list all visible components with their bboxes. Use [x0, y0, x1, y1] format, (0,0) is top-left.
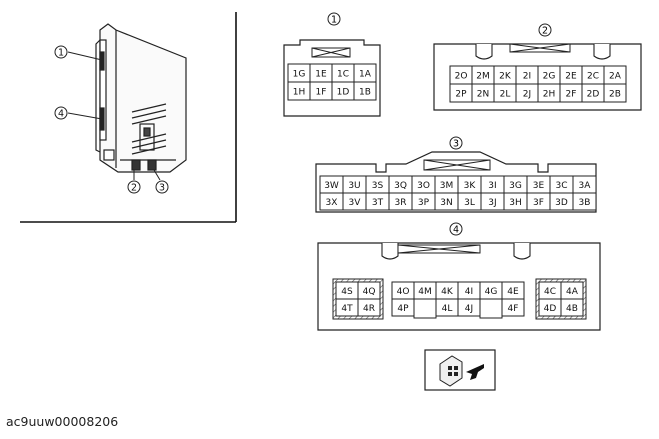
terminal-label: 4O [397, 287, 410, 297]
terminal-label: 2L [500, 89, 511, 99]
terminal-label: 2C [587, 71, 599, 81]
svg-text:3: 3 [159, 183, 165, 194]
terminal-label: 3D [555, 198, 568, 208]
terminal-label: 2H [543, 89, 556, 99]
terminal-label: 2D [587, 89, 600, 99]
terminal-label: 2A [609, 71, 622, 81]
connector-3: 3 3W 3U 3S 3Q 3O 3M 3K 3I 3G 3E 3C 3A 3X 3V 3T 3R 3P 3N 3L… [315, 136, 597, 213]
terminal-label: 3G [509, 181, 522, 191]
terminal-label: 3W [324, 181, 339, 191]
image-code: ac9uuw00008206 [6, 414, 119, 429]
terminal-label: 4M [418, 287, 432, 297]
terminal-label: 2P [455, 89, 467, 99]
terminal-label: 3C [555, 181, 567, 191]
connector-1-number: 1 [331, 15, 337, 26]
terminal-label: 4T [341, 304, 353, 314]
terminal-cell [560, 298, 584, 317]
svg-text:4: 4 [58, 109, 64, 120]
terminal-label: 1H [293, 87, 306, 97]
unit-illustration: 1 4 2 3 [20, 12, 237, 223]
terminal-label: 3L [464, 198, 475, 208]
terminal-label: 4G [485, 287, 498, 297]
terminal-label: 2I [523, 71, 531, 81]
terminal-label: 4E [507, 287, 519, 297]
terminal-label: 2G [543, 71, 556, 81]
terminal-label: 3H [509, 198, 522, 208]
terminal-label: 4A [566, 287, 579, 297]
terminal-label: 1D [337, 87, 350, 97]
terminal-label: 2E [565, 71, 577, 81]
connector-4-number: 4 [453, 225, 459, 236]
callout-3: 3 [155, 180, 169, 194]
terminal-label: 3N [440, 198, 452, 208]
terminal-label: 2J [523, 89, 531, 99]
terminal-label: 3F [533, 198, 544, 208]
terminal-label: 4C [544, 287, 556, 297]
terminal-label: 4D [544, 304, 557, 314]
terminal-label: 4I [465, 287, 473, 297]
terminal-label: 4L [442, 304, 453, 314]
terminal-label: 3K [464, 181, 477, 191]
terminal-label: 3E [533, 181, 545, 191]
callout-2: 2 [127, 180, 141, 194]
terminal-cell [603, 83, 627, 103]
terminal-label: 4R [363, 304, 375, 314]
connector-1: 1 1G 1E 1C 1A 1H 1F 1D 1B [283, 12, 381, 117]
module-body [95, 23, 187, 173]
terminal-label: 2K [499, 71, 512, 81]
terminal-label: 3A [579, 181, 592, 191]
svg-text:2: 2 [131, 183, 137, 194]
terminal-label: 1B [359, 87, 371, 97]
terminal-label: 3S [372, 181, 384, 191]
terminal-label: 4K [441, 287, 454, 297]
terminal-label: 2M [476, 71, 490, 81]
terminal-label: 3X [326, 198, 338, 208]
terminal-label: 4P [397, 304, 409, 314]
terminal-label: 3O [417, 181, 430, 191]
terminal-label: 4B [566, 304, 578, 314]
connector-3-number: 3 [453, 139, 459, 150]
connector-2-number: 2 [542, 26, 548, 37]
callout-4: 4 [54, 106, 68, 120]
terminal-label: 4J [465, 304, 473, 314]
terminal-label: 3U [348, 181, 360, 191]
terminal-label: 1A [359, 69, 372, 79]
terminal-cell [572, 192, 597, 211]
terminal-label: 3M [440, 181, 454, 191]
terminal-cell [353, 81, 377, 101]
terminal-label: 3B [579, 198, 591, 208]
terminal-label: 2O [455, 71, 468, 81]
terminal-label: 1F [316, 87, 327, 97]
terminal-label: 3V [349, 198, 362, 208]
terminal-label: 3J [488, 198, 496, 208]
terminal-label: 4Q [363, 287, 376, 297]
terminal-label: 3I [488, 181, 496, 191]
terminal-cell [357, 298, 381, 317]
terminal-view-inset [424, 349, 496, 391]
terminal-label: 3R [395, 198, 407, 208]
terminal-label: 3Q [394, 181, 407, 191]
terminal-label: 1E [315, 69, 327, 79]
terminal-label: 2N [477, 89, 489, 99]
terminal-label: 1G [293, 69, 306, 79]
terminal-label: 2F [566, 89, 577, 99]
callout-1: 1 [54, 45, 68, 59]
terminal-label: 4S [341, 287, 353, 297]
terminal-label: 3T [372, 198, 384, 208]
connector-2: 2 2O 2M 2K 2I 2G 2E 2C 2A 2P 2N 2L 2J 2H 2F 2D 2B [433, 23, 642, 111]
terminal-label: 1C [337, 69, 349, 79]
terminal-label: 2B [609, 89, 621, 99]
probe-arrow-icon [466, 364, 484, 380]
terminal-label: 3P [418, 198, 430, 208]
svg-text:1: 1 [58, 48, 64, 59]
connector-4: 4 4S 4Q 4T 4R 4C 4A 4D 4B 4O 4M 4K 4I 4G 4E 4P 4L 4J 4F [317, 222, 601, 331]
terminal-label: 4F [508, 304, 519, 314]
